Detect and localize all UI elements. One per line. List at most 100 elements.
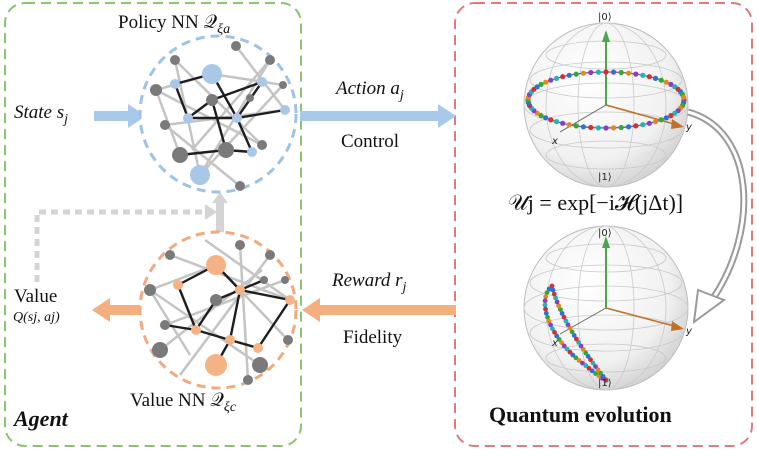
- trajectory-point: [543, 310, 549, 316]
- policy-node: [265, 55, 275, 65]
- control-label: Control: [341, 131, 400, 152]
- trajectory-point: [567, 325, 573, 331]
- value-to-policy-arrowhead: [212, 192, 228, 203]
- trajectory-point: [633, 123, 639, 129]
- trajectory-point: [543, 306, 548, 312]
- trajectory-point: [618, 69, 624, 76]
- trajectory-point: [672, 110, 678, 116]
- trajectory-point: [549, 283, 555, 289]
- trajectory-point: [576, 358, 582, 363]
- trajectory-point: [561, 343, 567, 349]
- value-node: [210, 294, 222, 306]
- trajectory-point: [668, 113, 674, 119]
- value-node: [281, 276, 289, 284]
- trajectory-point: [586, 365, 592, 371]
- policy-node: [257, 77, 267, 87]
- trajectory-point: [588, 124, 594, 131]
- value-output-label: Value: [14, 286, 58, 307]
- trajectory-point: [546, 286, 552, 292]
- value-node: [285, 295, 295, 305]
- trajectory-point: [538, 81, 544, 87]
- top-sphere-south-label: |1⟩: [598, 172, 612, 183]
- trajectory-point: [573, 71, 579, 77]
- trajectory-point: [588, 69, 594, 76]
- trajectory-point: [553, 119, 560, 125]
- trajectory-point: [550, 287, 556, 293]
- quantum-panel: [454, 2, 753, 447]
- trajectory-point: [563, 318, 569, 324]
- value-node: [152, 342, 168, 358]
- value-node: [235, 285, 245, 295]
- trajectory-point: [580, 70, 587, 76]
- policy-node: [280, 105, 290, 115]
- quantum-evolution-title: Quantum evolution: [489, 402, 672, 427]
- trajectory-point: [538, 113, 544, 119]
- policy-node: [150, 84, 162, 96]
- evolution-curve-arrow: [686, 108, 748, 302]
- trajectory-point: [603, 125, 609, 131]
- trajectory-point: [548, 322, 553, 328]
- trajectory-point: [589, 368, 595, 374]
- policy-network: [138, 34, 298, 194]
- trajectory-point: [543, 79, 549, 85]
- trajectory-point: [554, 299, 560, 305]
- trajectory-point: [573, 355, 579, 361]
- trajectory-point: [658, 77, 664, 83]
- trajectory-point: [553, 75, 560, 81]
- trajectory-point: [573, 123, 579, 129]
- policy-node: [246, 94, 254, 102]
- policy-node: [160, 120, 170, 130]
- trajectory-point: [565, 322, 571, 327]
- policy-nn-label: Policy NN 𝒬ξa: [118, 12, 231, 37]
- trajectory-point: [658, 117, 664, 123]
- trajectory-point: [668, 81, 674, 87]
- value-out-arrowhead: [92, 298, 110, 322]
- trajectory-point: [585, 353, 591, 359]
- action-arrow-body: [300, 111, 440, 121]
- trajectory-point: [570, 352, 576, 358]
- trajectory-point: [545, 314, 550, 320]
- policy-node: [170, 79, 180, 89]
- trajectory-point: [554, 333, 560, 339]
- top-sphere-x-label: x: [552, 136, 558, 147]
- state-arrow-body: [94, 111, 130, 121]
- policy-node: [231, 41, 241, 51]
- feedback-arrowhead: [205, 204, 217, 220]
- trajectory-point: [571, 333, 577, 338]
- trajectory-point: [603, 377, 609, 383]
- trajectory-point: [611, 69, 617, 75]
- trajectory-point: [590, 360, 596, 366]
- trajectory-point: [553, 295, 558, 301]
- state-label: State sj: [14, 102, 69, 127]
- policy-node: [206, 94, 218, 106]
- trajectory-point: [663, 79, 669, 85]
- value-node: [260, 276, 268, 284]
- trajectory-point: [588, 357, 593, 363]
- trajectory-point: [550, 326, 555, 332]
- trajectory-point: [646, 74, 652, 80]
- trajectory-point: [580, 360, 585, 366]
- trajectory-point: [564, 346, 570, 352]
- top-sphere-y-label: y: [686, 122, 692, 133]
- value-node: [144, 284, 156, 296]
- value-node: [160, 320, 170, 330]
- value-node: [253, 343, 263, 353]
- trajectory-point: [534, 84, 540, 90]
- trajectory-point: [681, 94, 687, 100]
- value-node: [225, 335, 235, 345]
- trajectory-point: [633, 71, 639, 77]
- trajectory-point: [652, 119, 659, 125]
- trajectory-point: [578, 343, 584, 349]
- trajectory-point: [640, 122, 646, 128]
- bottom-sphere-y-label: y: [686, 326, 692, 337]
- bottom-sphere-x-label: x: [552, 338, 558, 349]
- evolution-arrowhead: [692, 288, 727, 325]
- trajectory-point: [598, 370, 603, 376]
- trajectory-point: [576, 340, 582, 345]
- trajectory-point: [583, 350, 589, 356]
- trajectory-point: [560, 74, 566, 80]
- reward-label: Reward rj: [332, 270, 407, 295]
- trajectory-point: [542, 302, 548, 308]
- bloch-sphere-bottom: [523, 225, 689, 391]
- value-node: [283, 335, 293, 345]
